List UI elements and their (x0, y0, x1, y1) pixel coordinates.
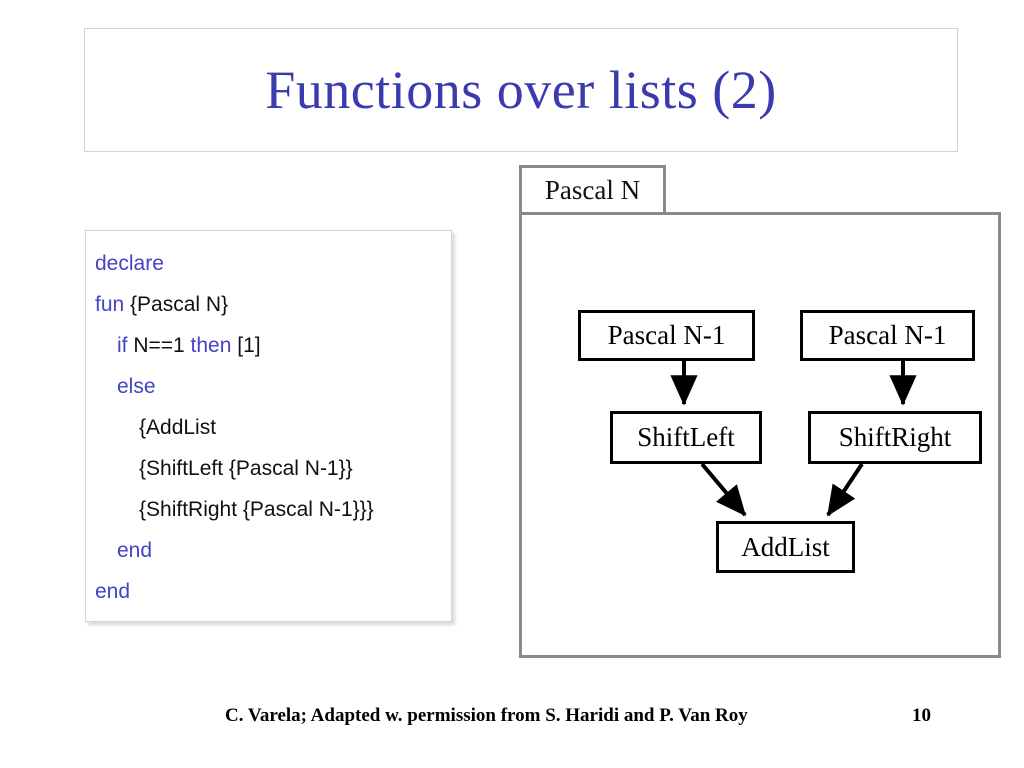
code-line: declare (95, 243, 447, 284)
code-line: end (95, 571, 447, 612)
code-keyword: fun (95, 293, 125, 316)
footer-page-number: 10 (912, 705, 931, 726)
code-text: {ShiftLeft {Pascal N-1}} (139, 457, 353, 480)
diagram-node-label: AddList (741, 531, 830, 562)
code-keyword: end (95, 580, 131, 603)
diagram-node-label: Pascal N-1 (828, 320, 947, 350)
diagram-container-label: Pascal N (544, 174, 641, 205)
code-keyword: declare (95, 252, 164, 275)
diagram-node-pascal-left: Pascal N-1 (578, 310, 755, 361)
code-text: [1] (231, 334, 261, 357)
diagram-node-label: ShiftLeft (637, 422, 735, 452)
code-keyword: then (190, 334, 232, 357)
code-line: {ShiftLeft {Pascal N-1}} (95, 448, 447, 489)
title-frame: Functions over lists (2) (84, 28, 958, 152)
diagram-node-label: ShiftRight (838, 422, 952, 452)
diagram-node-pascal-right: Pascal N-1 (800, 310, 975, 361)
code-line: {ShiftRight {Pascal N-1}}} (95, 489, 447, 530)
code-line: end (95, 530, 447, 571)
code-line: fun {Pascal N} (95, 284, 447, 325)
diagram-node-shiftright: ShiftRight (808, 411, 982, 464)
code-keyword: else (117, 375, 156, 398)
code-text: {Pascal N} (124, 293, 229, 316)
diagram-node-shiftleft: ShiftLeft (610, 411, 762, 464)
diagram-node-addlist: AddList (716, 521, 855, 573)
code-line: else (95, 366, 447, 407)
code-keyword: if (117, 334, 128, 357)
code-text: {AddList (139, 416, 217, 439)
code-text: {ShiftRight {Pascal N-1}}} (139, 498, 374, 521)
code-keyword: end (117, 539, 153, 562)
code-line: if N==1 then [1] (95, 325, 447, 366)
diagram-node-label: Pascal N-1 (607, 320, 726, 350)
code-text: N==1 (127, 334, 191, 357)
diagram-container-label-box: Pascal N (519, 165, 666, 215)
code-line: {AddList (95, 407, 447, 448)
page-title: Functions over lists (2) (265, 60, 777, 120)
footer-credit: C. Varela; Adapted w. permission from S.… (225, 705, 748, 726)
